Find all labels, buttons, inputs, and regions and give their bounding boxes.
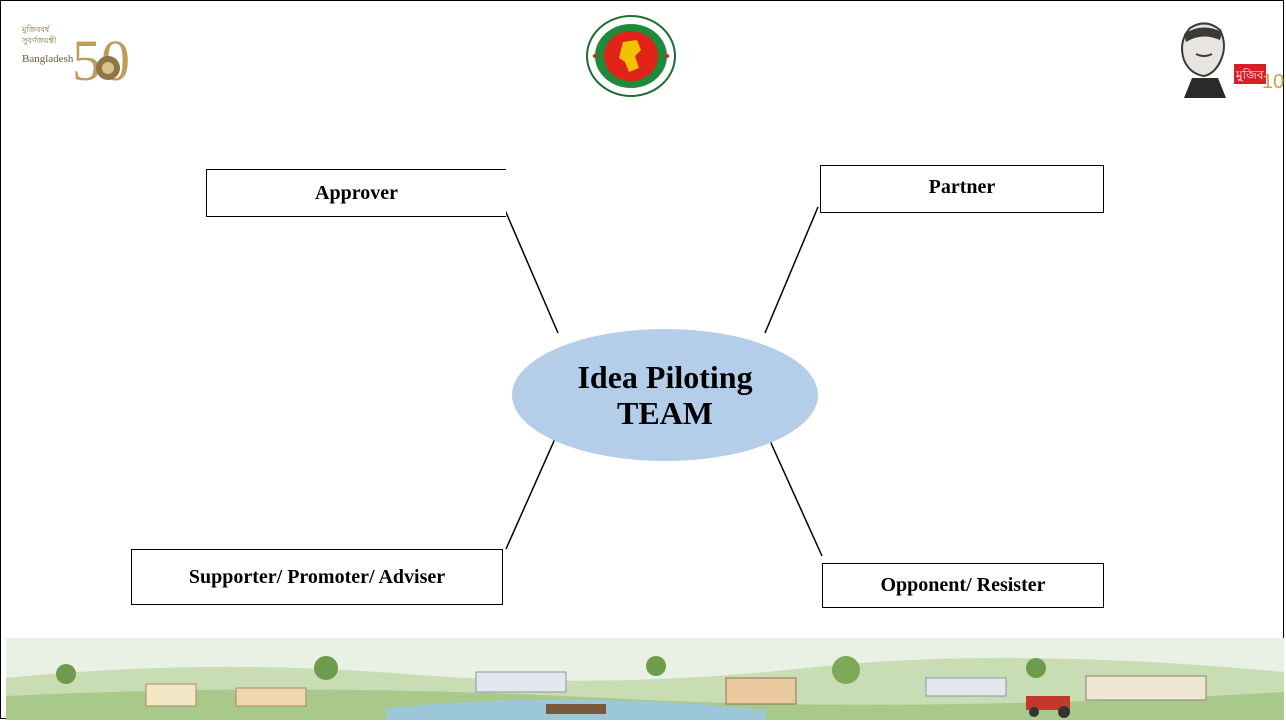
node-opponent: Opponent/ Resister bbox=[822, 563, 1104, 608]
connector-partner bbox=[764, 206, 819, 334]
node-opponent-label: Opponent/ Resister bbox=[880, 574, 1046, 596]
svg-text:সুবর্ণজয়ন্তী: সুবর্ণজয়ন্তী bbox=[21, 35, 57, 45]
mujib-100-logo-icon: মুজিব 100 bbox=[1181, 22, 1284, 98]
bangladesh-50-logo-icon: মুজিববর্ষ সুবর্ণজয়ন্তী Bangladesh 50 bbox=[21, 25, 130, 90]
government-seal-icon bbox=[586, 15, 676, 97]
connector-supporter bbox=[505, 431, 559, 550]
connector-opponent bbox=[765, 431, 823, 557]
center-ellipse: Idea Piloting TEAM bbox=[512, 329, 818, 461]
node-partner: Partner bbox=[820, 165, 1104, 213]
svg-text:মুজিব: মুজিব bbox=[1235, 68, 1264, 83]
node-approver: Approver bbox=[206, 169, 506, 217]
center-label-line1: Idea Piloting bbox=[577, 359, 753, 395]
node-partner-label: Partner bbox=[928, 176, 996, 198]
logo-right-number: 100 bbox=[1262, 71, 1284, 93]
logo-left-text: Bangladesh bbox=[22, 53, 74, 65]
svg-text:মুজিববর্ষ: মুজিববর্ষ bbox=[21, 25, 50, 34]
center-label-line2: TEAM bbox=[617, 395, 713, 431]
node-supporter: Supporter/ Promoter/ Adviser bbox=[131, 549, 503, 605]
node-approver-label: Approver bbox=[315, 181, 398, 204]
node-supporter-label: Supporter/ Promoter/ Adviser bbox=[188, 565, 446, 588]
connector-approver bbox=[504, 209, 559, 334]
landscape-illustration-icon bbox=[6, 638, 1284, 720]
